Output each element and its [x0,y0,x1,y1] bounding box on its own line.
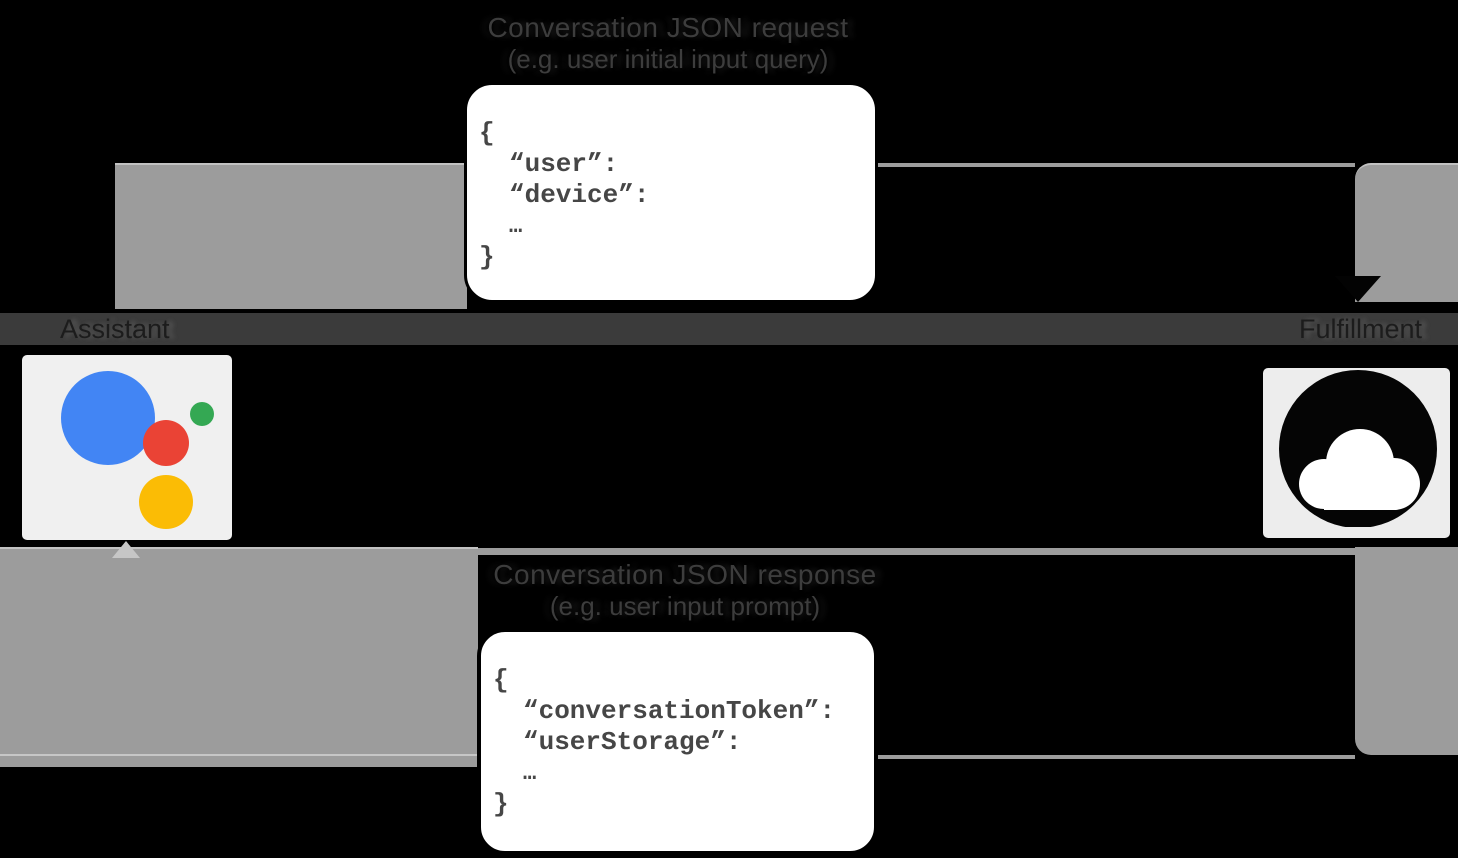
response-subtitle: (e.g. user input prompt) [549,591,821,621]
request-arrow-band [115,163,467,309]
request-title: Conversation JSON request [487,12,849,43]
code-line: “user”: [509,149,619,179]
fulfillment-label: Fulfillment [1298,314,1422,344]
response-arrowhead-icon [112,541,140,558]
code-line: “userStorage”: [523,727,742,757]
request-code-block: { “user”: “device”: … } [467,85,875,273]
node-label-band: Assistant Fulfillment [0,313,1458,345]
fulfillment-node [1263,368,1450,538]
response-arrow-top-line [478,548,1355,555]
code-line: “conversationToken”: [523,696,836,726]
google-assistant-icon [22,355,232,540]
assistant-red-dot [143,420,189,466]
assistant-yellow-dot [139,475,193,529]
request-json-card: { “user”: “device”: … } [464,82,878,303]
code-line: { [493,665,509,695]
response-arrow-band-edge [0,754,478,756]
code-line: “device”: [509,180,650,210]
response-title: Conversation JSON response [493,559,877,590]
code-line: } [493,789,509,819]
response-json-card: { “conversationToken”: “userStorage”: … … [477,628,878,855]
code-line: { [479,118,495,148]
assistant-green-dot [190,402,214,426]
response-code-block: { “conversationToken”: “userStorage”: … … [481,632,874,820]
response-arrow-turn [1355,547,1458,755]
assistant-blue-dot [61,371,155,465]
response-arrow-bottom-line [878,755,1355,759]
code-line: … [523,761,537,786]
request-arrow-line [467,163,1355,167]
request-subtitle: (e.g. user initial input query) [507,44,829,74]
code-line: … [509,214,523,239]
response-arrow-band [0,547,478,767]
assistant-label: Assistant [60,314,170,344]
cloud-icon [1279,370,1437,527]
code-line: } [479,242,495,272]
request-arrowhead-icon [1335,276,1381,302]
